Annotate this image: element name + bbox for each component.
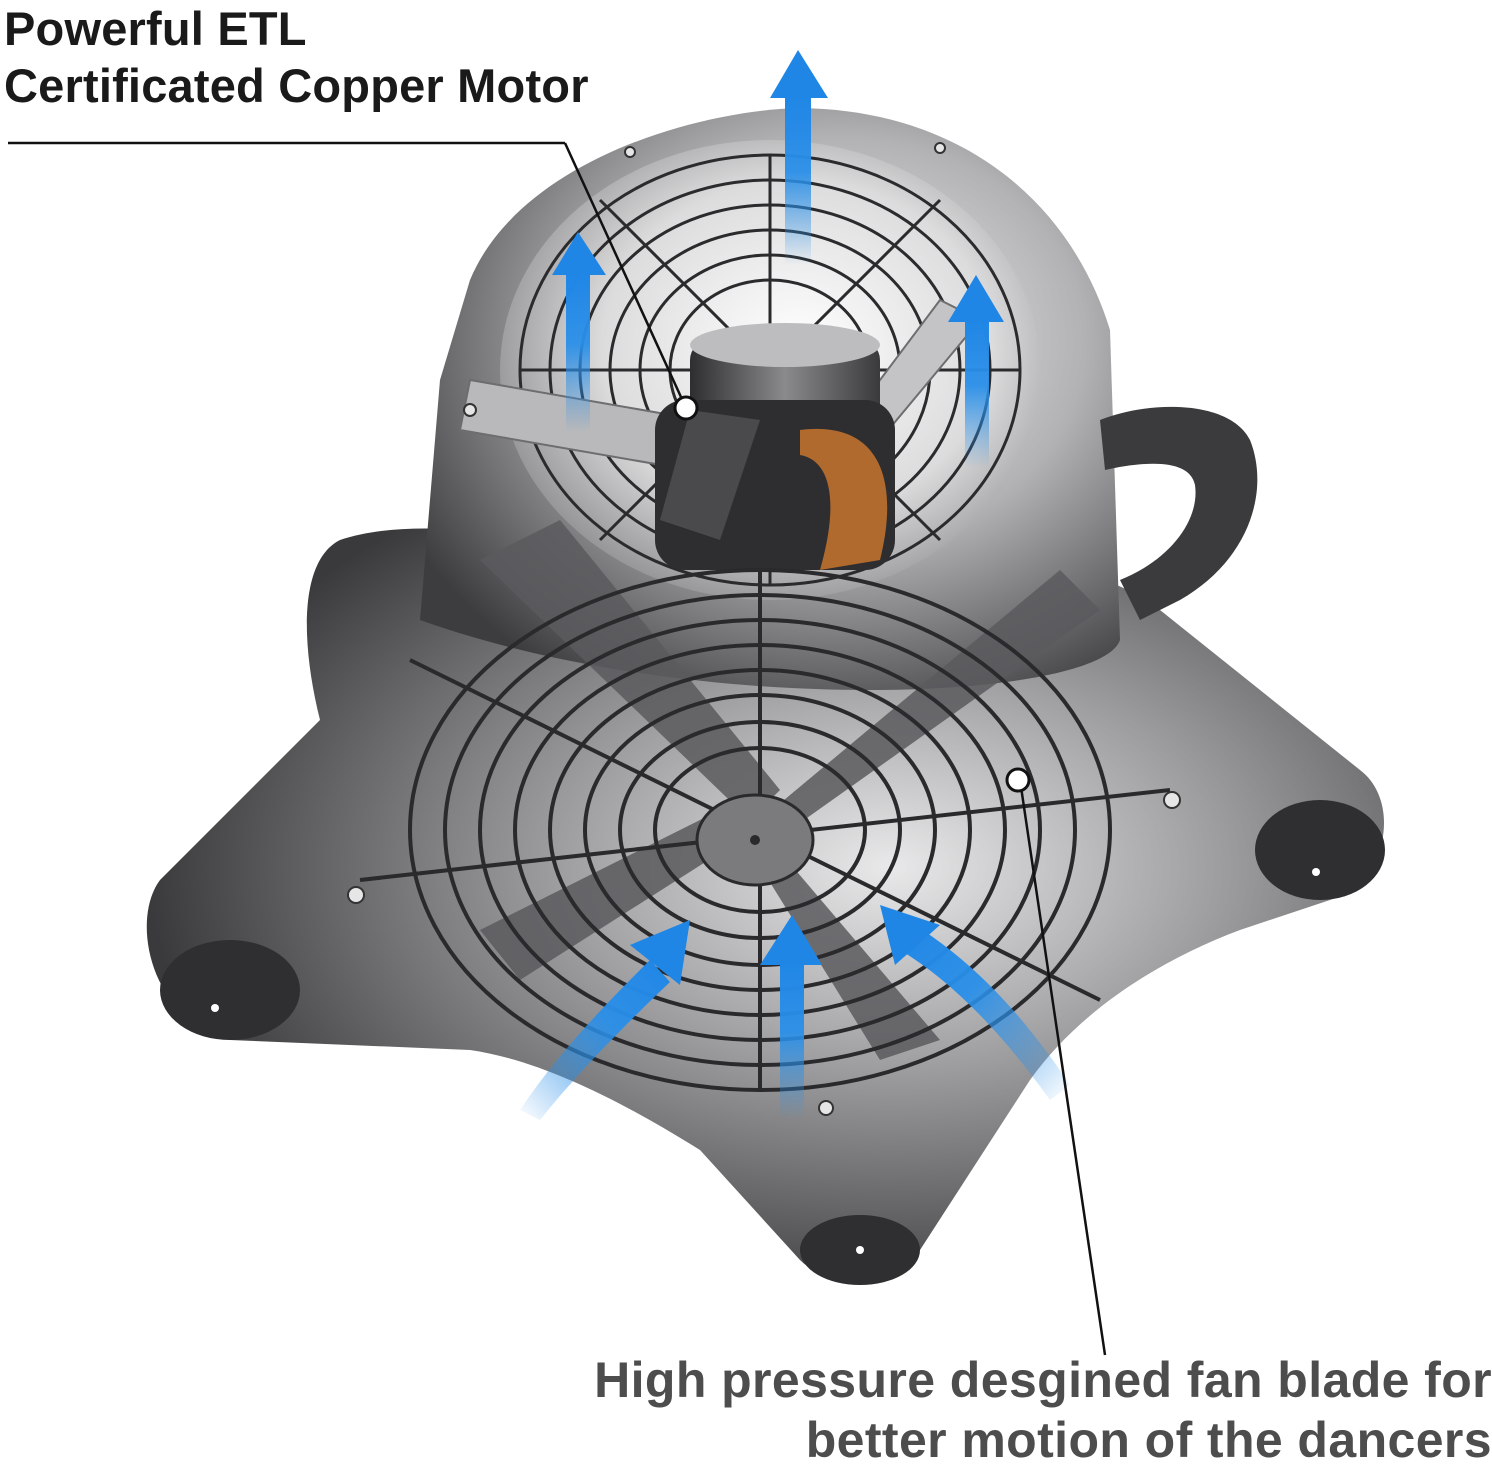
callout-leader-blade [1018, 779, 1107, 1356]
copper-motor [655, 323, 895, 570]
airflow-arrow-up-center [770, 50, 828, 265]
carry-handle [1100, 406, 1258, 620]
callout-motor-line-1: Powerful ETL [4, 2, 307, 55]
callout-blade-text: High pressure desgined fan blade for bet… [492, 1350, 1492, 1470]
foot-left [160, 940, 300, 1040]
airflow-arrow-intake-left [520, 920, 690, 1120]
airflow-arrow-up-left [552, 232, 606, 432]
callout-motor-line-2: Certificated Copper Motor [4, 59, 589, 113]
airflow-arrow-up-right [948, 275, 1004, 468]
callout-marker-blade [1005, 767, 1031, 793]
callout-blade-line-2: better motion of the dancers [805, 1412, 1492, 1468]
foot-right [1255, 800, 1385, 900]
callout-blade-line-1: High pressure desgined fan blade for [594, 1352, 1492, 1408]
airflow-arrow-intake-right [880, 905, 1070, 1100]
callout-marker-motor [673, 395, 699, 421]
callout-leader-motor [8, 141, 688, 409]
airflow-arrow-intake-center [760, 915, 822, 1120]
callout-motor-text: Powerful ETL Certificated Copper Motor [4, 0, 589, 115]
front-grill [359, 568, 1171, 1092]
